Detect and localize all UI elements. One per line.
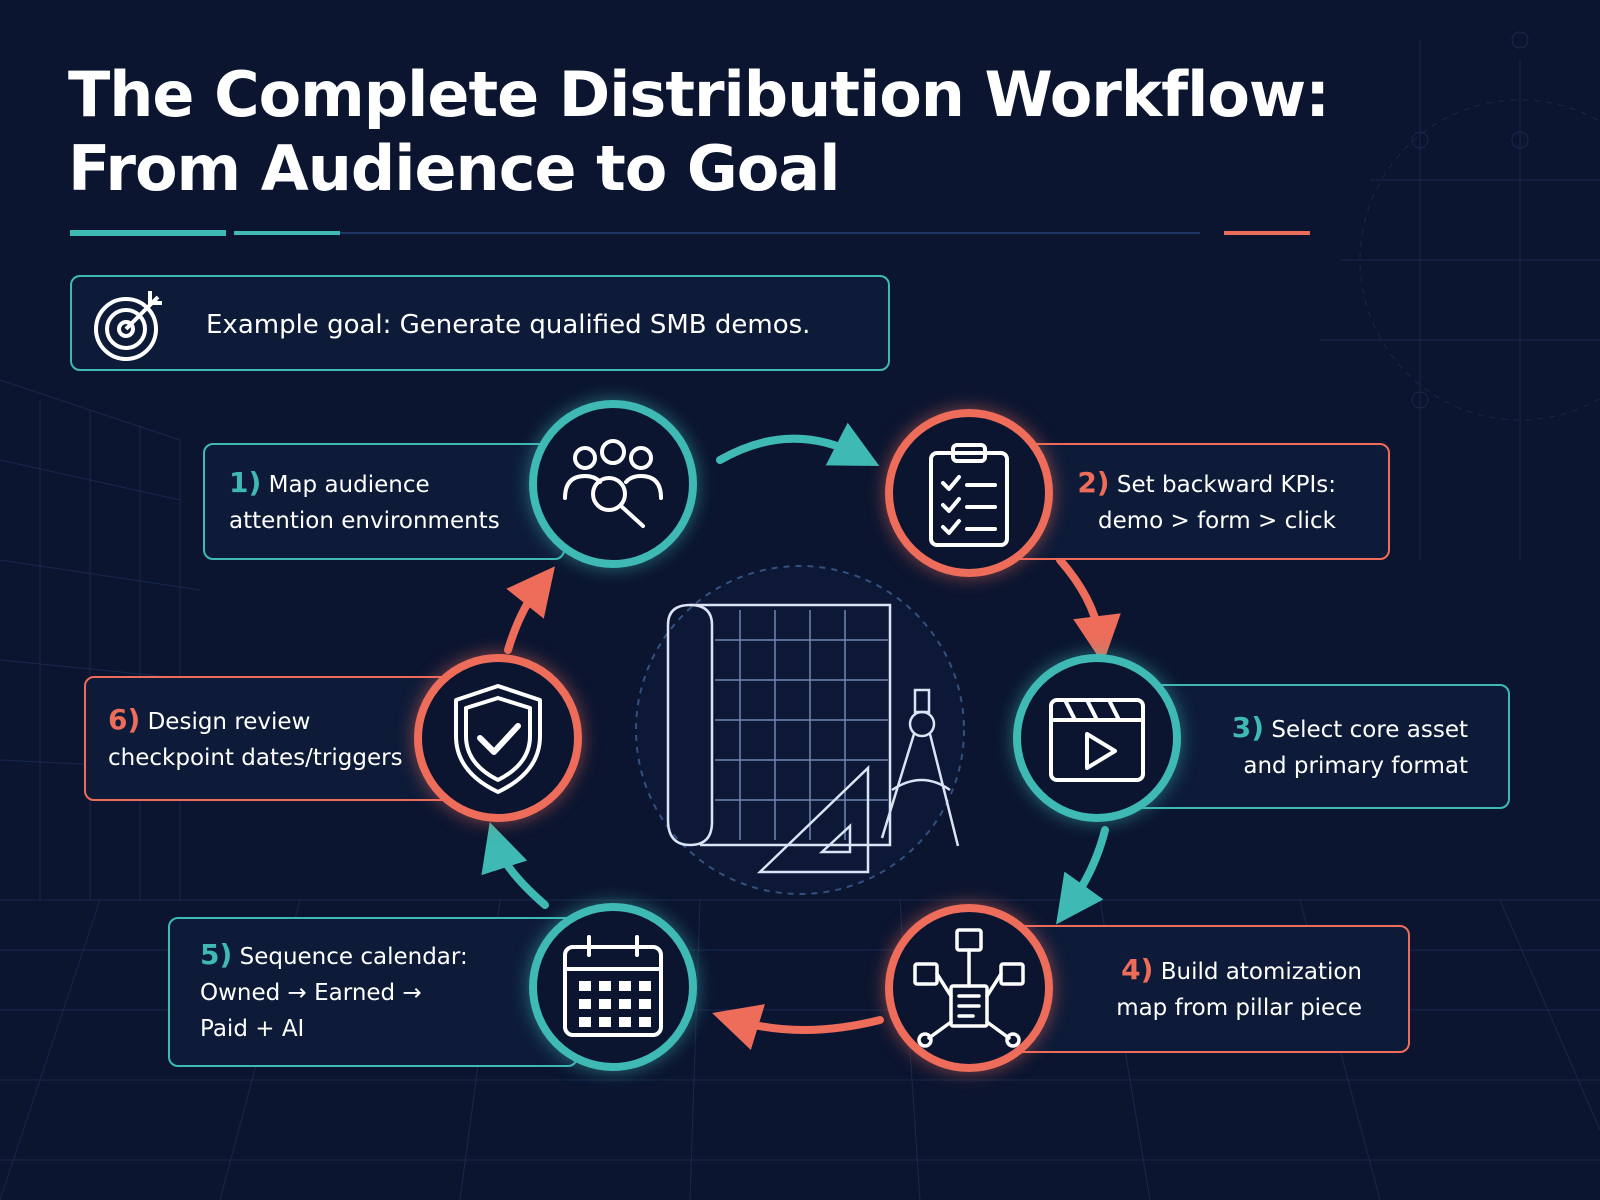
step-2-node xyxy=(885,409,1053,577)
arrow-4-to-5 xyxy=(712,1004,884,1050)
step-3-number: 3) xyxy=(1231,710,1265,744)
target-arrow-icon xyxy=(94,291,162,361)
step-5-line-2: Owned → Earned → xyxy=(200,980,422,1006)
example-goal-box: Example goal: Generate qualified SMB dem… xyxy=(70,275,890,371)
arrow-6-to-1 xyxy=(504,566,555,654)
step-3-line-1: Select core asset xyxy=(1271,716,1468,743)
step-6-box: 6) Design review checkpoint dates/trigge… xyxy=(84,676,464,801)
step-2-line-2: demo > form > click xyxy=(1097,507,1336,534)
audience-search-icon xyxy=(563,439,663,528)
clipboard-checklist-icon xyxy=(929,443,1009,547)
step-1-line-2: attention environments xyxy=(229,507,500,534)
step-5-line-3: Paid + AI xyxy=(200,1016,305,1042)
step-6-node xyxy=(414,654,582,822)
step-1-node xyxy=(529,400,697,568)
step-6-line-1: Design review xyxy=(147,708,311,735)
atomization-map-icon xyxy=(913,928,1025,1048)
step-2-number: 2) xyxy=(1077,465,1110,499)
arrow-2-to-3 xyxy=(1056,556,1121,664)
step-5-line-1: Sequence calendar: xyxy=(239,944,468,970)
step-5-node xyxy=(529,903,697,1071)
step-4-line-1: Build atomization xyxy=(1160,959,1362,985)
title-line-1: The Complete Distribution Workflow: xyxy=(68,58,1330,131)
step-5-number: 5) xyxy=(200,938,233,971)
arrow-3-to-4 xyxy=(1056,826,1109,925)
step-2-box: 2) Set backward KPIs: demo > form > clic… xyxy=(1010,443,1390,560)
page-title: The Complete Distribution Workflow: From… xyxy=(68,58,1330,206)
step-4-line-2: map from pillar piece xyxy=(1116,995,1362,1021)
center-dashed-ring xyxy=(635,565,965,895)
step-3-box: 3) Select core asset and primary format xyxy=(1120,684,1510,809)
step-6-line-2: checkpoint dates/triggers xyxy=(108,744,403,771)
step-4-node xyxy=(885,904,1053,1072)
step-5-box: 5) Sequence calendar: Owned → Earned → P… xyxy=(168,917,578,1067)
title-line-2: From Audience to Goal xyxy=(68,132,840,205)
blueprint-tools-icon xyxy=(666,603,960,874)
example-goal-text: Example goal: Generate qualified SMB dem… xyxy=(206,310,811,340)
calendar-icon xyxy=(563,935,663,1037)
video-player-icon xyxy=(1049,698,1145,782)
step-1-number: 1) xyxy=(229,465,262,499)
step-4-number: 4) xyxy=(1121,953,1154,986)
shield-check-icon xyxy=(454,684,542,794)
step-4-box: 4) Build atomization map from pillar pie… xyxy=(1000,925,1410,1053)
arrow-1-to-2 xyxy=(716,422,880,466)
step-1-box: 1) Map audience attention environments xyxy=(203,443,565,560)
step-2-line-1: Set backward KPIs: xyxy=(1116,471,1336,498)
step-6-number: 6) xyxy=(108,702,141,736)
step-3-node xyxy=(1013,654,1181,822)
step-1-line-1: Map audience xyxy=(268,471,430,498)
step-3-line-2: and primary format xyxy=(1243,752,1468,779)
arrow-5-to-6 xyxy=(481,822,549,909)
